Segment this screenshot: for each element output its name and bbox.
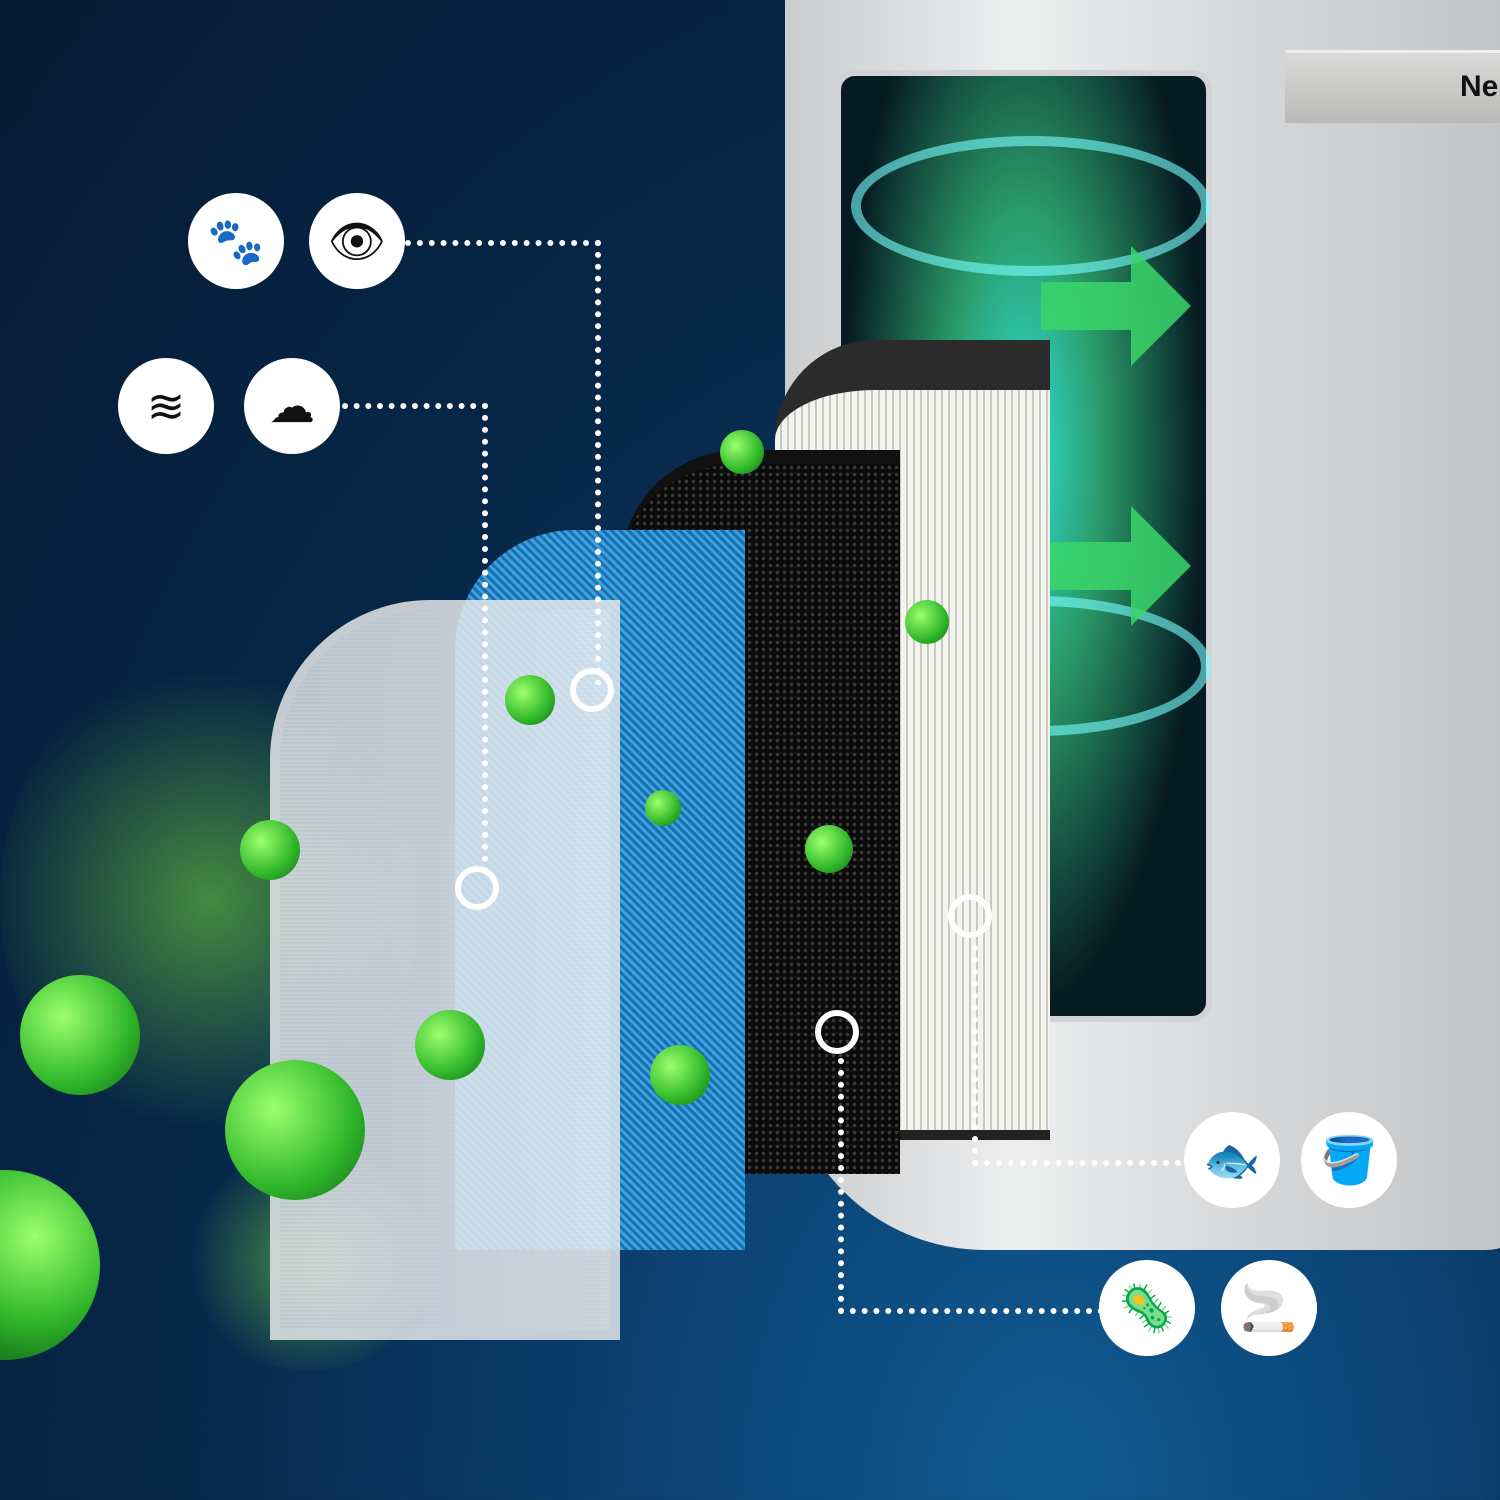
pre-filter-layer [270, 600, 620, 1340]
particle [415, 1010, 485, 1080]
particle [505, 675, 555, 725]
filter-marker [455, 866, 499, 910]
wind-dust-icon: ≋ [118, 358, 214, 454]
bacteria-icon: 🦠 [1099, 1260, 1195, 1356]
brand-logo: Ne [1460, 70, 1499, 103]
leader-line [838, 1058, 1104, 1314]
fish-bone-odor-icon: 🐟 [1184, 1112, 1280, 1208]
filter-marker [948, 894, 992, 938]
particle [720, 430, 764, 474]
pet-paw-icon: 🐾 [188, 193, 284, 289]
filter-marker [570, 668, 614, 712]
purifier-airflow-window [835, 70, 1212, 1022]
leader-line [405, 240, 601, 686]
leader-line [972, 945, 1193, 1166]
filter-marker [815, 1010, 859, 1054]
brand-band [1285, 50, 1500, 123]
cigarette-smoke-icon: 🚬 [1221, 1260, 1317, 1356]
particle [20, 975, 140, 1095]
eye-allergy-icon: 👁 [309, 193, 405, 289]
paint-bucket-icon: 🪣 [1301, 1112, 1397, 1208]
particle [225, 1060, 365, 1200]
leader-line [342, 403, 488, 874]
dust-pan-icon: ☁ [244, 358, 340, 454]
particle [805, 825, 853, 873]
particle [905, 600, 949, 644]
airflow-swirl [851, 136, 1211, 276]
particle [240, 820, 300, 880]
particle [650, 1045, 710, 1105]
particle [0, 1170, 100, 1360]
particle [645, 790, 681, 826]
